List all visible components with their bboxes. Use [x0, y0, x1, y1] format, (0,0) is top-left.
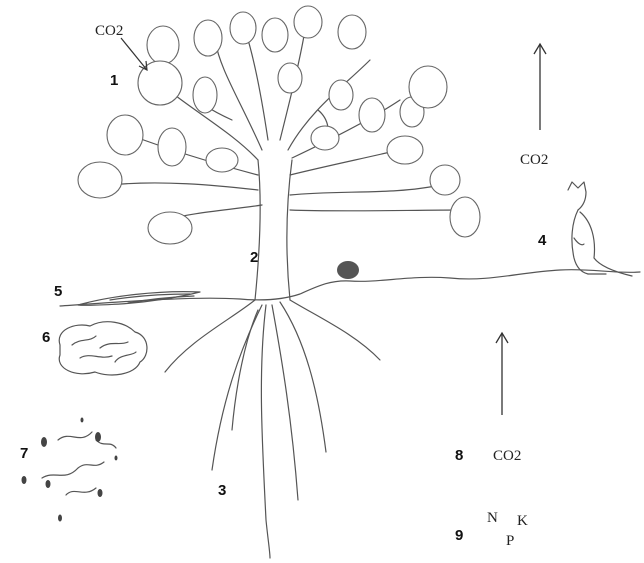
wombat-icon	[337, 261, 359, 279]
marker-4: 4	[538, 232, 547, 249]
atmosphere-up-arrow	[534, 44, 546, 130]
leaf-litter-icon	[59, 322, 147, 375]
marker-6: 6	[42, 329, 50, 346]
marker-3: 3	[218, 482, 226, 499]
tree-trunk	[255, 160, 292, 300]
co2-to-leaf-arrow	[121, 38, 147, 70]
kangaroo-icon	[568, 182, 632, 276]
co2-atmosphere-label: CO2	[520, 152, 548, 168]
tree-leaves	[78, 6, 480, 244]
co2-soil-label: CO2	[493, 448, 521, 464]
marker-7: 7	[20, 445, 28, 462]
marker-9: 9	[455, 527, 463, 544]
marker-1: 1	[110, 72, 118, 89]
tree-roots	[165, 300, 380, 558]
nutrient-k-label: K	[517, 513, 528, 529]
nutrient-n-label: N	[487, 510, 498, 526]
soil-organisms-icon	[22, 418, 118, 522]
marker-8: 8	[455, 447, 463, 464]
nutrient-p-label: P	[506, 533, 514, 549]
soil-up-arrow	[496, 333, 508, 415]
co2-leaf-label: CO2	[95, 23, 123, 39]
marker-2: 2	[250, 249, 258, 266]
marker-5: 5	[54, 283, 62, 300]
